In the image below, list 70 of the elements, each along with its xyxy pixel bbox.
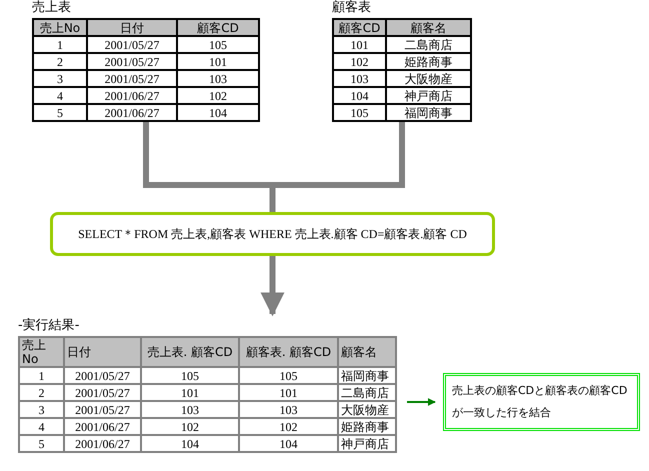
data-cell: 姫路商事	[338, 418, 396, 435]
data-cell: 2001/05/27	[87, 36, 177, 53]
data-cell: 104	[177, 104, 259, 121]
data-cell: 105	[333, 104, 386, 121]
table-title: 売上表	[32, 0, 72, 17]
header-cell: 顧客名	[386, 19, 471, 36]
data-cell: 5	[19, 435, 64, 452]
header-cell: 売上表. 顧客CD	[141, 337, 239, 367]
data-cell: 101	[333, 36, 386, 53]
header-cell: 売上 No	[19, 337, 64, 367]
data-cell: 4	[33, 87, 87, 104]
data-cell: 2001/05/27	[87, 53, 177, 70]
data-cell: 3	[33, 70, 87, 87]
data-table	[32, 0, 260, 122]
data-cell: 1	[19, 367, 64, 384]
header-cell: 顧客名	[338, 337, 396, 367]
data-cell: 104	[333, 87, 386, 104]
data-cell: 103	[177, 70, 259, 87]
data-cell: 2001/05/27	[87, 70, 177, 87]
data-cell: 102	[177, 87, 259, 104]
data-cell: 105	[177, 36, 259, 53]
data-cell: 神戸商店	[338, 435, 396, 452]
data-cell: 2001/05/27	[64, 367, 141, 384]
data-cell: 103	[333, 70, 386, 87]
data-cell: 二島商店	[386, 36, 471, 53]
header-cell: 日付	[64, 337, 141, 367]
header-cell: 売上No	[33, 19, 87, 36]
data-table	[18, 318, 397, 453]
data-cell: 神戸商店	[386, 87, 471, 104]
arrow	[260, 256, 284, 316]
data-cell: 101	[177, 53, 259, 70]
data-cell: 101	[141, 384, 239, 401]
data-cell: 104	[239, 435, 338, 452]
data-cell: 103	[239, 401, 338, 418]
arrow	[407, 398, 436, 406]
data-cell: 2001/06/27	[64, 418, 141, 435]
data-cell: 福岡商事	[386, 104, 471, 121]
table-title: 顧客表	[332, 0, 372, 17]
header-cell: 日付	[87, 19, 177, 36]
data-cell: 2001/06/27	[64, 435, 141, 452]
data-cell: 3	[19, 401, 64, 418]
note-box: 売上表の顧客CDと顧客表の顧客CDが一致した行を結合	[443, 373, 640, 431]
data-cell: 2	[19, 384, 64, 401]
data-cell: 104	[141, 435, 239, 452]
data-cell: 2001/05/27	[64, 401, 141, 418]
data-cell: 105	[141, 367, 239, 384]
data-cell: 105	[239, 367, 338, 384]
header-cell: 顧客表. 顧客CD	[239, 337, 338, 367]
data-cell: 4	[19, 418, 64, 435]
data-cell: 大阪物産	[386, 70, 471, 87]
header-cell: 顧客CD	[177, 19, 259, 36]
header-cell: 顧客CD	[333, 19, 386, 36]
data-cell: 103	[141, 401, 239, 418]
data-cell: 5	[33, 104, 87, 121]
data-cell: 102	[141, 418, 239, 435]
query-box: SELECT＊FROM 売上表,顧客表 WHERE 売上表.顧客 CD=顧客表.顧客 CD	[50, 212, 495, 256]
data-table	[332, 0, 472, 122]
data-cell: 大阪物産	[338, 401, 396, 418]
data-cell: 1	[33, 36, 87, 53]
data-cell: 102	[333, 53, 386, 70]
table-title: -実行結果-	[18, 318, 80, 335]
data-cell: 102	[239, 418, 338, 435]
data-cell: 二島商店	[338, 384, 396, 401]
data-cell: 福岡商事	[338, 367, 396, 384]
data-cell: 2001/05/27	[64, 384, 141, 401]
data-cell: 姫路商事	[386, 53, 471, 70]
data-cell: 101	[239, 384, 338, 401]
data-cell: 2001/06/27	[87, 87, 177, 104]
data-cell: 2001/06/27	[87, 104, 177, 121]
data-cell: 2	[33, 53, 87, 70]
